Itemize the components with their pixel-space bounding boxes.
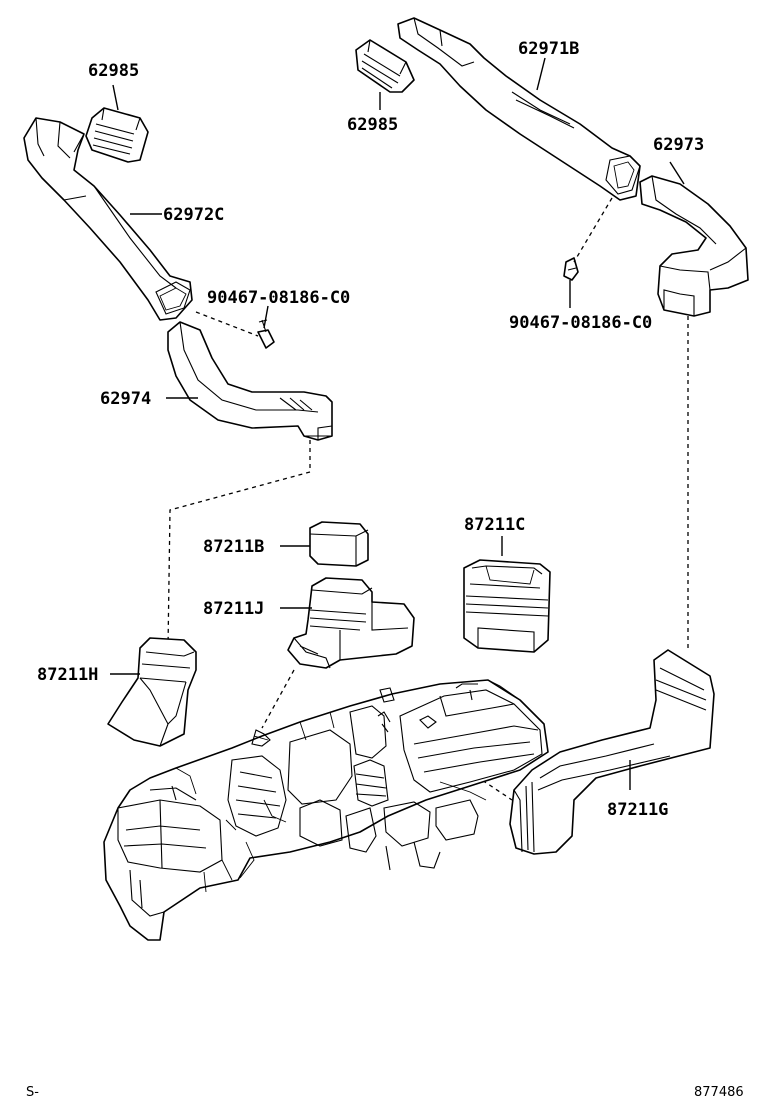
dash-62974-87211h [167,440,311,649]
part-62971b-duct [397,17,641,201]
section-code: S- [26,1085,39,1100]
heater-unit-assembly [103,679,549,941]
label-87211h: 87211H [37,665,98,685]
screw-left [257,319,275,349]
label-87211b: 87211B [203,537,264,557]
label-62973: 62973 [653,135,704,155]
part-62972c-duct [23,117,193,321]
part-62973-duct [639,175,749,317]
leader-62985-left [112,84,119,111]
part-87211h-duct [107,637,197,747]
label-62972c: 62972C [163,205,224,225]
part-87211c-duct [463,559,551,653]
screw-right [563,257,579,281]
leader-62973 [669,161,685,185]
dash-87211j [261,669,295,729]
diagram-number: 877486 [694,1085,744,1100]
label-87211j: 87211J [203,599,264,619]
label-87211g: 87211G [607,800,668,820]
label-62985-right: 62985 [347,115,398,135]
part-62985-left-vent [85,107,149,163]
label-90467-right: 90467-08186-C0 [509,313,652,333]
label-62974: 62974 [100,389,151,409]
leader-90467-left [263,305,269,329]
part-87211j-duct [287,577,415,669]
leader-62971b [536,57,546,91]
part-87211g-duct [509,649,715,855]
label-62985-left: 62985 [88,61,139,81]
dash-screw-left [195,311,259,337]
label-90467-left: 90467-08186-C0 [207,288,350,308]
part-62985-right-vent [355,39,415,93]
dash-screw-right [573,197,613,263]
part-87211b-adapter [309,521,369,567]
label-87211c: 87211C [464,515,525,535]
part-62974-duct [167,321,333,441]
label-62971b: 62971B [518,39,579,59]
